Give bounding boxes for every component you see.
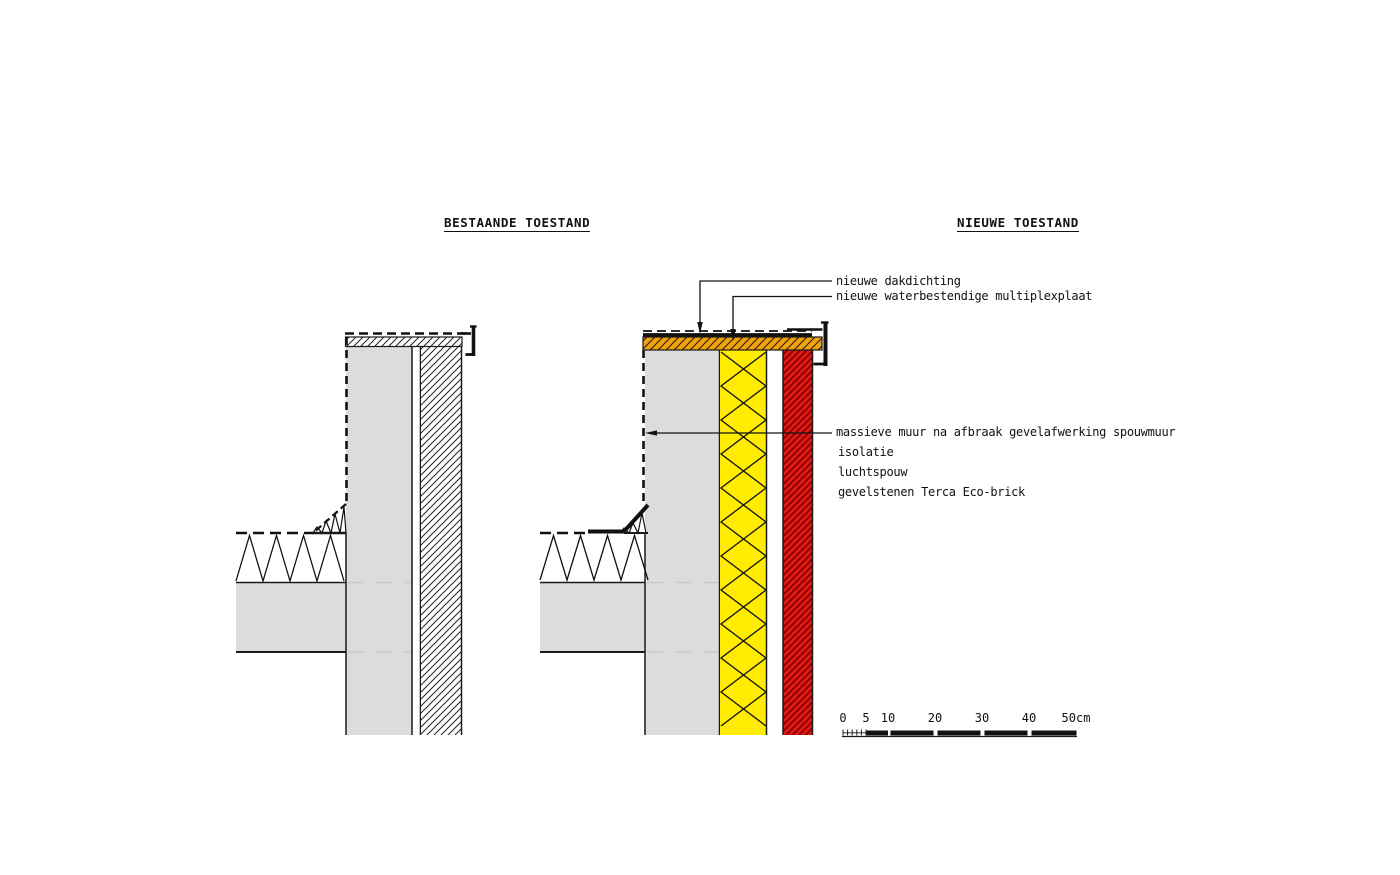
- label-nieuwe-dakdichting: nieuwe dakdichting: [836, 274, 961, 288]
- new-roof-insulation-zigzag: [539, 533, 649, 583]
- label-luchtspouw: luchtspouw: [838, 465, 908, 479]
- label-gevelstenen: gevelstenen Terca Eco-brick: [838, 485, 1025, 499]
- existing-condition-section: [235, 325, 477, 735]
- existing-massive-wall: [346, 346, 412, 735]
- arrowhead-down-dakdichting: [697, 322, 703, 334]
- title-new-condition: NIEUWE TOESTAND: [957, 215, 1079, 232]
- leader-multiplexplaat: [732, 295, 832, 333]
- new-insulation-layer: [719, 350, 768, 735]
- arrowhead-down-multiplexplaat: [730, 329, 736, 341]
- label-isolatie: isolatie: [838, 445, 894, 459]
- existing-facade-leaf: [421, 346, 463, 735]
- scale-bar: [842, 729, 1077, 738]
- label-multiplexplaat: nieuwe waterbestendige multiplexplaat: [836, 289, 1093, 303]
- scale-bar-fine-ticks: [842, 729, 867, 736]
- new-hidden-slab-lines: [647, 581, 718, 653]
- scale-label-40: 40: [1021, 711, 1037, 725]
- new-floor-slab: [540, 581, 645, 653]
- title-existing-condition: BESTAANDE TOESTAND: [444, 215, 591, 232]
- scale-label-50cm: 50cm: [1061, 711, 1091, 725]
- new-multiplex-board: [642, 336, 823, 351]
- scale-label-5: 5: [862, 711, 870, 725]
- annotation-leaders: [645, 280, 832, 436]
- scale-label-20: 20: [927, 711, 943, 725]
- new-brick-leaf: [782, 350, 814, 735]
- label-massieve-muur: massieve muur na afbraak gevelafwerking …: [836, 425, 1176, 439]
- existing-floor-slab: [236, 581, 346, 653]
- leader-dakdichting: [699, 280, 832, 326]
- arrowhead-left-massieve-muur: [645, 430, 657, 436]
- existing-roof-insulation-zigzag: [235, 533, 345, 584]
- existing-roof-edge-band: [344, 336, 463, 348]
- existing-drip-edge-profile: [461, 325, 477, 356]
- scale-label-0: 0: [839, 711, 847, 725]
- scale-bar-segments: [866, 730, 1077, 736]
- new-drip-edge-profile: [787, 321, 829, 366]
- new-insulation-wedge: [619, 512, 647, 535]
- new-roof-membrane: [540, 330, 812, 535]
- scale-label-10: 10: [880, 711, 896, 725]
- scale-label-30: 30: [974, 711, 990, 725]
- new-massive-wall: [645, 350, 720, 735]
- new-condition-section: [539, 321, 829, 735]
- existing-hidden-slab-lines: [348, 581, 411, 653]
